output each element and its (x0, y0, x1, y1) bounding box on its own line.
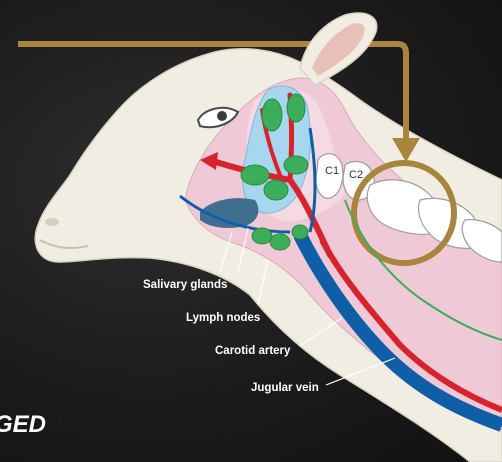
c1-label: C1 (325, 165, 339, 177)
pupil (217, 111, 227, 121)
carotid-artery-label: Carotid artery (215, 345, 291, 357)
cropped-heading: GED (0, 411, 46, 438)
lymph-nodes-label: Lymph nodes (186, 312, 260, 324)
nostril (45, 218, 59, 226)
jugular-vein-label: Jugular vein (251, 382, 319, 394)
salivary-glands-label: Salivary glands (143, 279, 227, 291)
c2-label: C2 (349, 169, 363, 181)
